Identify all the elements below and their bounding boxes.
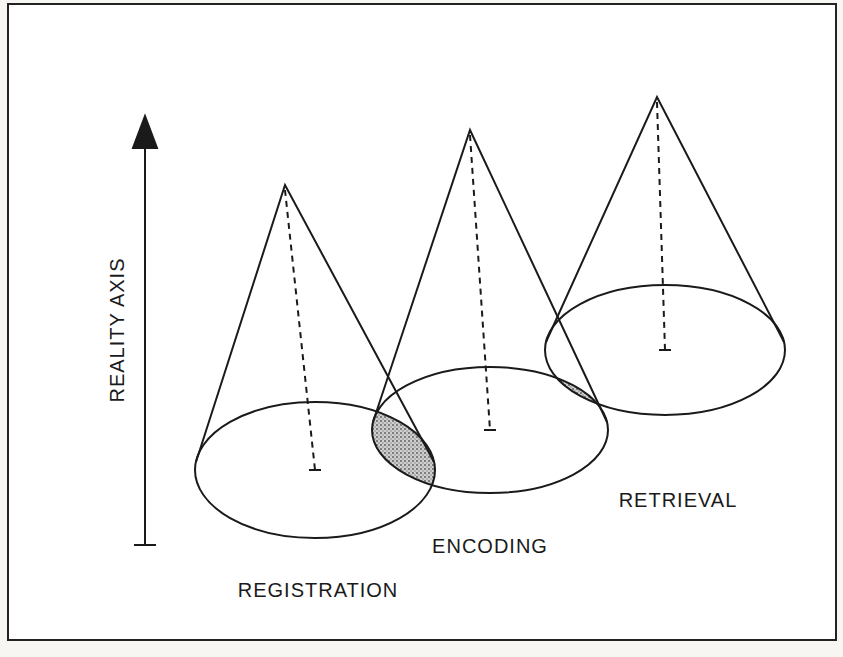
- cone-base: [372, 367, 608, 493]
- cone-axis: [470, 135, 490, 430]
- cone-axis: [657, 102, 665, 350]
- cone-side: [373, 130, 607, 422]
- cone-tick: [659, 349, 671, 351]
- overlap-shade: [372, 367, 608, 493]
- cone-tick: [309, 469, 321, 471]
- cone-axis: [285, 190, 315, 470]
- cone-tick: [484, 429, 496, 431]
- frame: [8, 4, 836, 640]
- axis-label: REALITY AXIS: [107, 257, 127, 402]
- axis-tick: [134, 544, 156, 546]
- cone-side: [546, 97, 784, 342]
- stage-label: ENCODING: [432, 536, 548, 556]
- overlap-shade: [372, 367, 608, 493]
- stage-label: REGISTRATION: [238, 580, 399, 600]
- cone-side: [196, 185, 434, 462]
- axis-arrowhead: [133, 116, 157, 148]
- stage-label: RETRIEVAL: [619, 490, 738, 510]
- cone-base: [545, 285, 785, 415]
- axis-line: [144, 145, 146, 545]
